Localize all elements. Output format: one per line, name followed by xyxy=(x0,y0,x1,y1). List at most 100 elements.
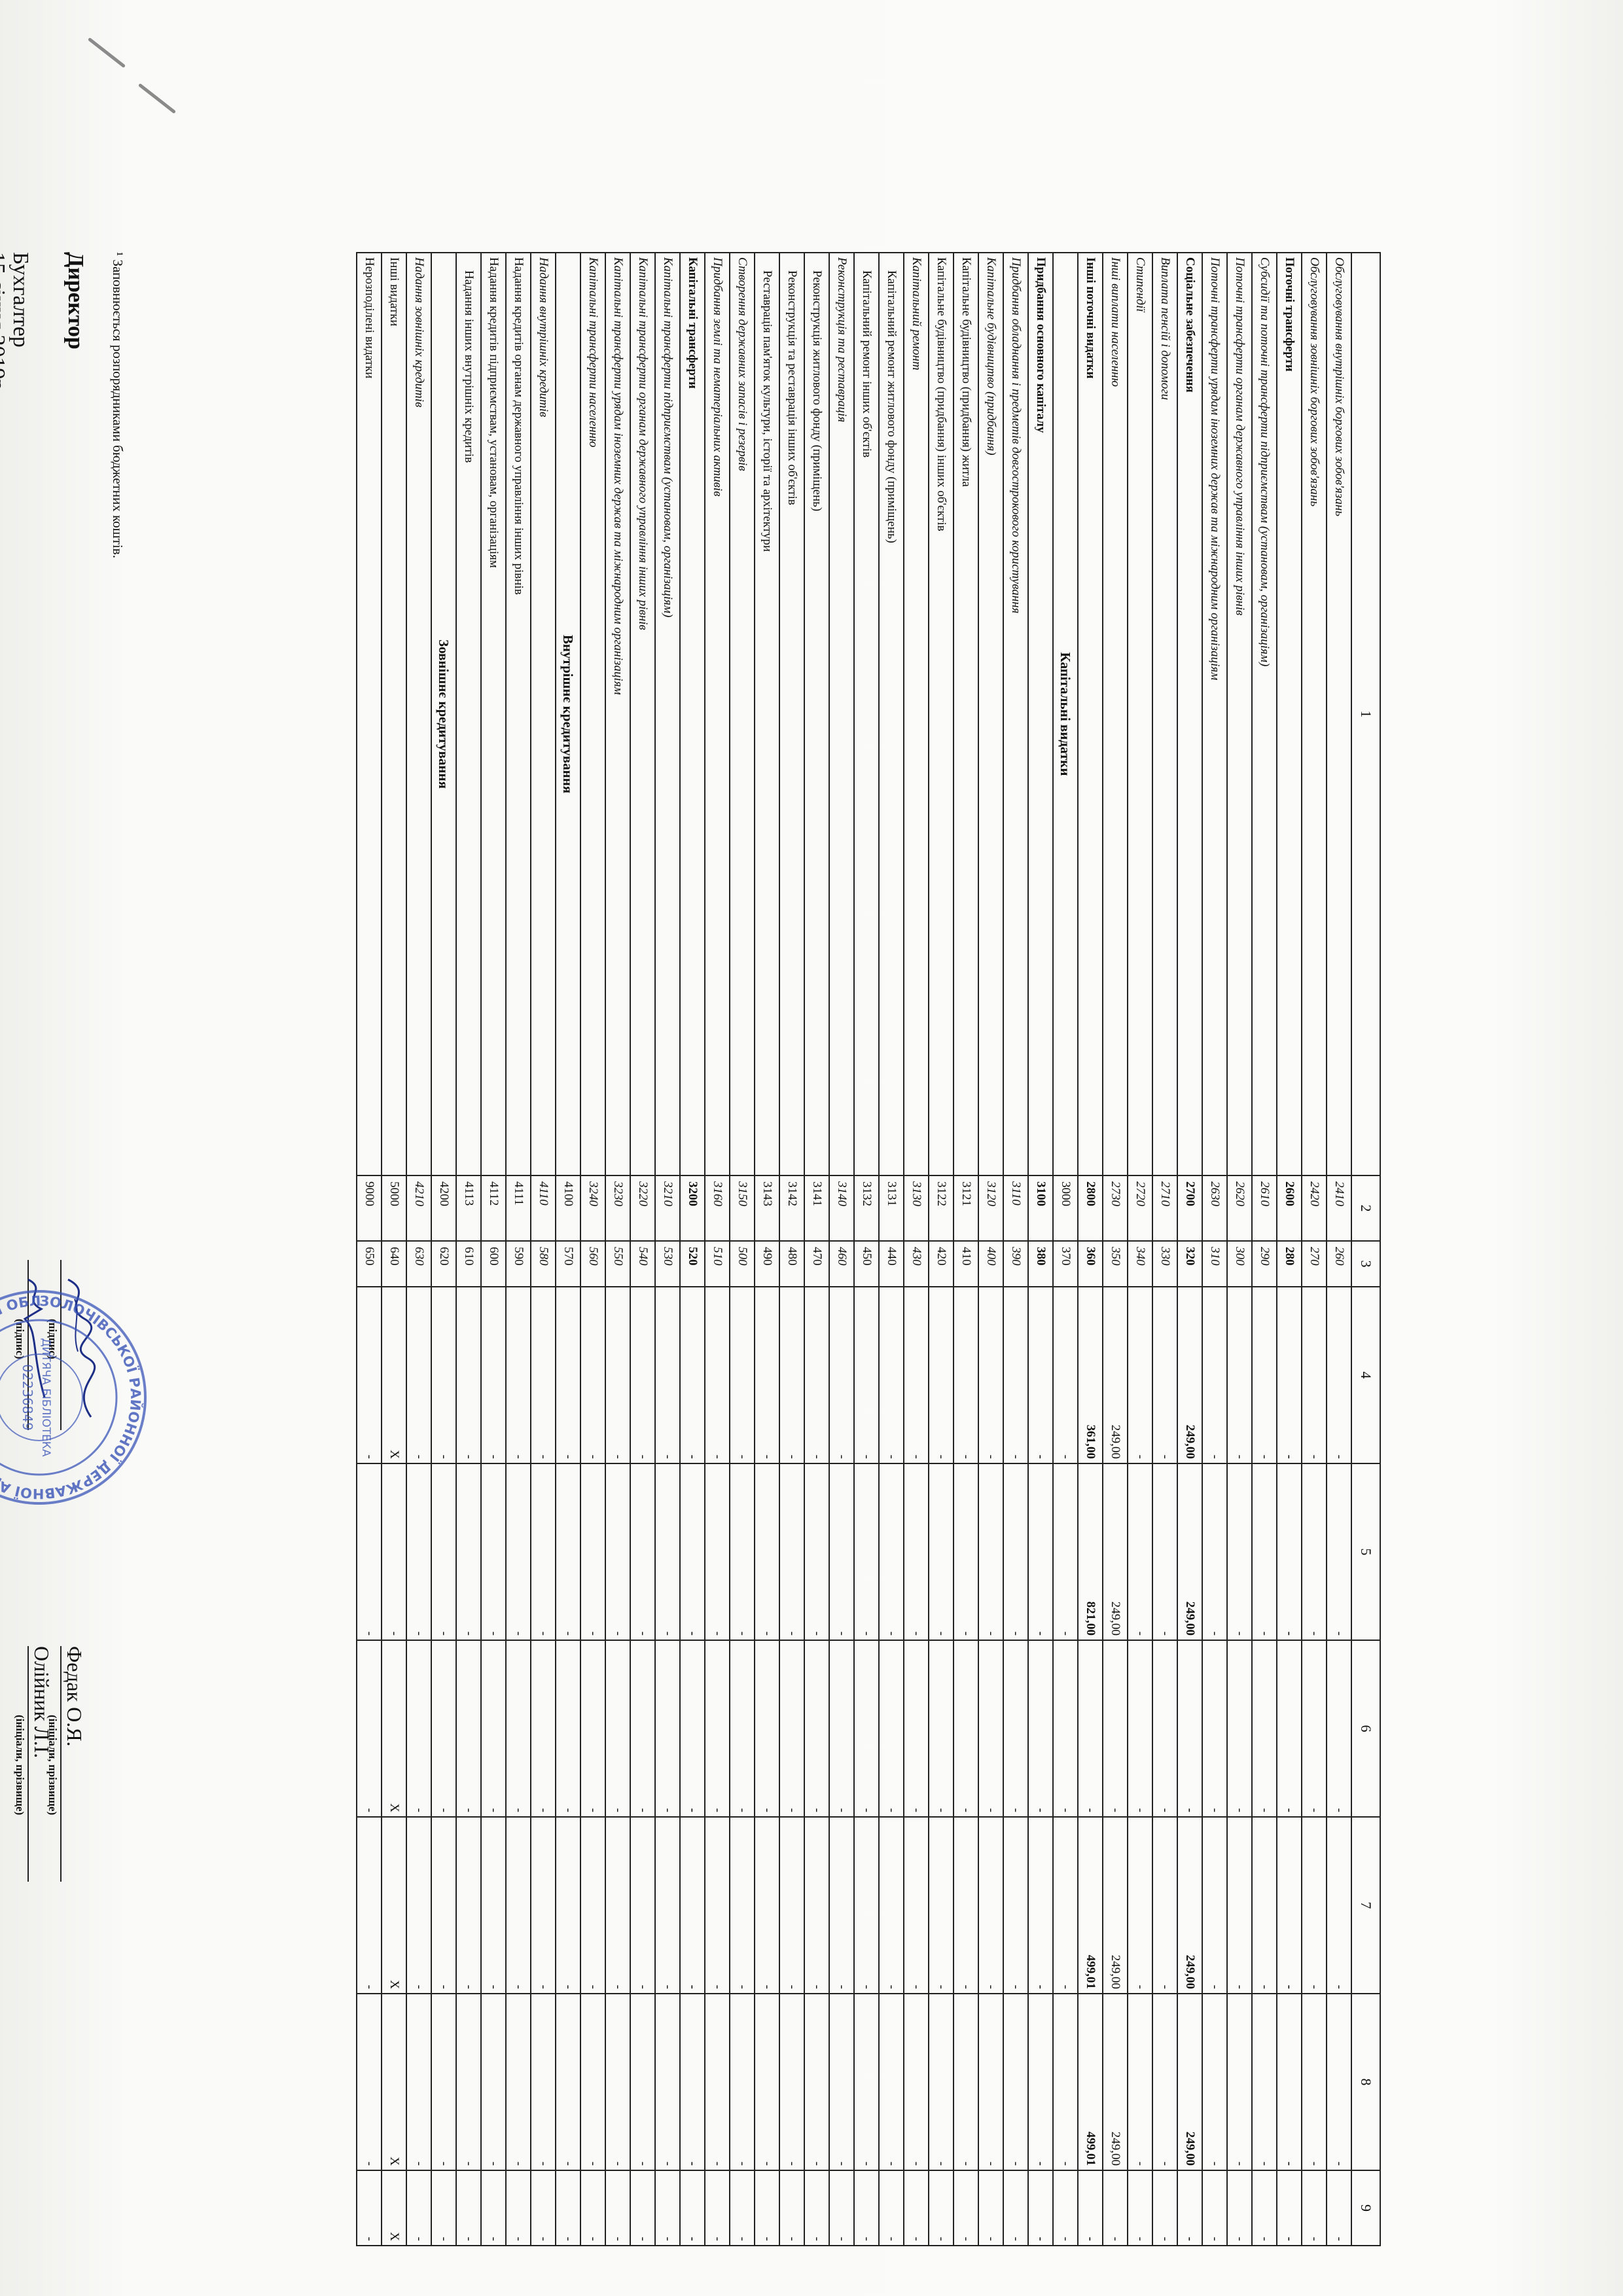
value-cell: - xyxy=(580,1463,605,1640)
row-name-cell: Виплата пенсій і допомоги xyxy=(1152,253,1177,1175)
row-name-cell: Соціальне забезпечення xyxy=(1177,253,1202,1175)
value-cell: - xyxy=(1053,2170,1078,2246)
value-cell: - xyxy=(954,2170,978,2246)
col-header: 4 xyxy=(1351,1287,1380,1463)
value-cell: - xyxy=(655,2170,680,2246)
value-cell: X xyxy=(382,1287,406,1463)
value-cell: - xyxy=(630,1994,655,2170)
value-cell: 249,00 xyxy=(1177,1994,1202,2170)
value-cell: - xyxy=(1028,1463,1053,1640)
value-cell: - xyxy=(605,1463,630,1640)
footnote: ¹ Заповнюється розпорядниками бюджетних … xyxy=(110,252,126,558)
row-code-cell: 350 xyxy=(1103,1241,1128,1287)
value-cell: - xyxy=(978,2170,1003,2246)
row-name-cell: Капітальні трансферти населенню xyxy=(580,253,605,1175)
value-cell: - xyxy=(556,1463,580,1640)
value-cell: - xyxy=(531,1463,556,1640)
col-header: 2 xyxy=(1351,1175,1380,1241)
value-cell: - xyxy=(779,1994,804,2170)
value-cell: - xyxy=(705,1463,730,1640)
value-cell: 499,01 xyxy=(1078,1817,1103,1994)
value-cell: - xyxy=(630,1817,655,1994)
row-name-cell: Капітальний ремонт xyxy=(904,253,929,1175)
value-cell: - xyxy=(1053,1817,1078,1994)
kekv-code-cell: 2720 xyxy=(1128,1175,1152,1241)
value-cell: - xyxy=(1327,1640,1351,1817)
value-cell: - xyxy=(1152,1994,1177,2170)
value-cell: 249,00 xyxy=(1177,1287,1202,1463)
value-cell: - xyxy=(1053,1640,1078,1817)
value-cell: - xyxy=(431,1287,456,1463)
value-cell: - xyxy=(854,1817,879,1994)
value-cell: - xyxy=(1327,1994,1351,2170)
row-code-cell: 260 xyxy=(1327,1241,1351,1287)
row-code-cell: 620 xyxy=(431,1241,456,1287)
row-name-cell: Капітальне будівництво (придбання) інших… xyxy=(929,253,954,1175)
value-cell: - xyxy=(481,2170,506,2246)
row-code-cell: 590 xyxy=(506,1241,531,1287)
value-cell: - xyxy=(829,1463,854,1640)
accountant-label: Бухгалтер xyxy=(9,252,33,348)
value-cell: - xyxy=(431,1640,456,1817)
value-cell: - xyxy=(1152,2170,1177,2246)
row-code-cell: 500 xyxy=(730,1241,755,1287)
value-cell: - xyxy=(804,1640,829,1817)
value-cell: - xyxy=(1177,1640,1202,1817)
value-cell: - xyxy=(506,1287,531,1463)
row-name-cell: Поточні трансферти органам державного уп… xyxy=(1227,253,1252,1175)
row-code-cell: 380 xyxy=(1028,1241,1053,1287)
value-cell: - xyxy=(755,1994,779,2170)
value-cell: 249,00 xyxy=(1103,1463,1128,1640)
value-cell: - xyxy=(1202,1640,1227,1817)
value-cell: - xyxy=(879,1463,904,1640)
value-cell: - xyxy=(1277,1994,1302,2170)
row-name-cell: Капітальні трансферти підприємствам (уст… xyxy=(655,253,680,1175)
value-cell: - xyxy=(954,1287,978,1463)
expenditure-table: 1 2 3 4 5 6 7 8 9 Обслуговування внутріш… xyxy=(356,252,1381,2246)
kekv-code-cell: 3240 xyxy=(580,1175,605,1241)
value-cell: - xyxy=(904,1817,929,1994)
value-cell: - xyxy=(630,2170,655,2246)
value-cell: - xyxy=(1053,1463,1078,1640)
value-cell: 499,01 xyxy=(1078,1994,1103,2170)
value-cell: - xyxy=(357,1287,382,1463)
value-cell: - xyxy=(879,2170,904,2246)
value-cell: - xyxy=(804,2170,829,2246)
row-code-cell: 630 xyxy=(406,1241,431,1287)
kekv-code-cell: 2730 xyxy=(1103,1175,1128,1241)
value-cell: - xyxy=(1327,1287,1351,1463)
value-cell: - xyxy=(531,1287,556,1463)
value-cell: - xyxy=(755,1463,779,1640)
col-header: 1 xyxy=(1351,253,1380,1175)
row-name-cell: Надання внутрішніх кредитів xyxy=(531,253,556,1175)
value-cell: - xyxy=(357,1817,382,1994)
value-cell: - xyxy=(605,1287,630,1463)
value-cell: - xyxy=(1028,1287,1053,1463)
value-cell: - xyxy=(1078,1640,1103,1817)
value-cell: - xyxy=(804,1463,829,1640)
row-code-cell: 480 xyxy=(779,1241,804,1287)
value-cell: - xyxy=(1103,2170,1128,2246)
value-cell: - xyxy=(1277,2170,1302,2246)
table-row: Капітальне будівництво (придбання) житла… xyxy=(954,253,978,2246)
value-cell: - xyxy=(580,1994,605,2170)
kekv-code-cell: 2620 xyxy=(1227,1175,1252,1241)
value-cell: - xyxy=(779,1817,804,1994)
value-cell: - xyxy=(406,1640,431,1817)
kekv-code-cell: 3120 xyxy=(978,1175,1003,1241)
value-cell: - xyxy=(730,2170,755,2246)
row-code-cell: 320 xyxy=(1177,1241,1202,1287)
value-cell: - xyxy=(556,2170,580,2246)
value-cell: - xyxy=(1028,1817,1053,1994)
kekv-code-cell: 3141 xyxy=(804,1175,829,1241)
row-name-cell: Поточні трансферти xyxy=(1277,253,1302,1175)
value-cell: - xyxy=(481,1817,506,1994)
table-row: Капітальний ремонт житлового фонду (прим… xyxy=(879,253,904,2246)
